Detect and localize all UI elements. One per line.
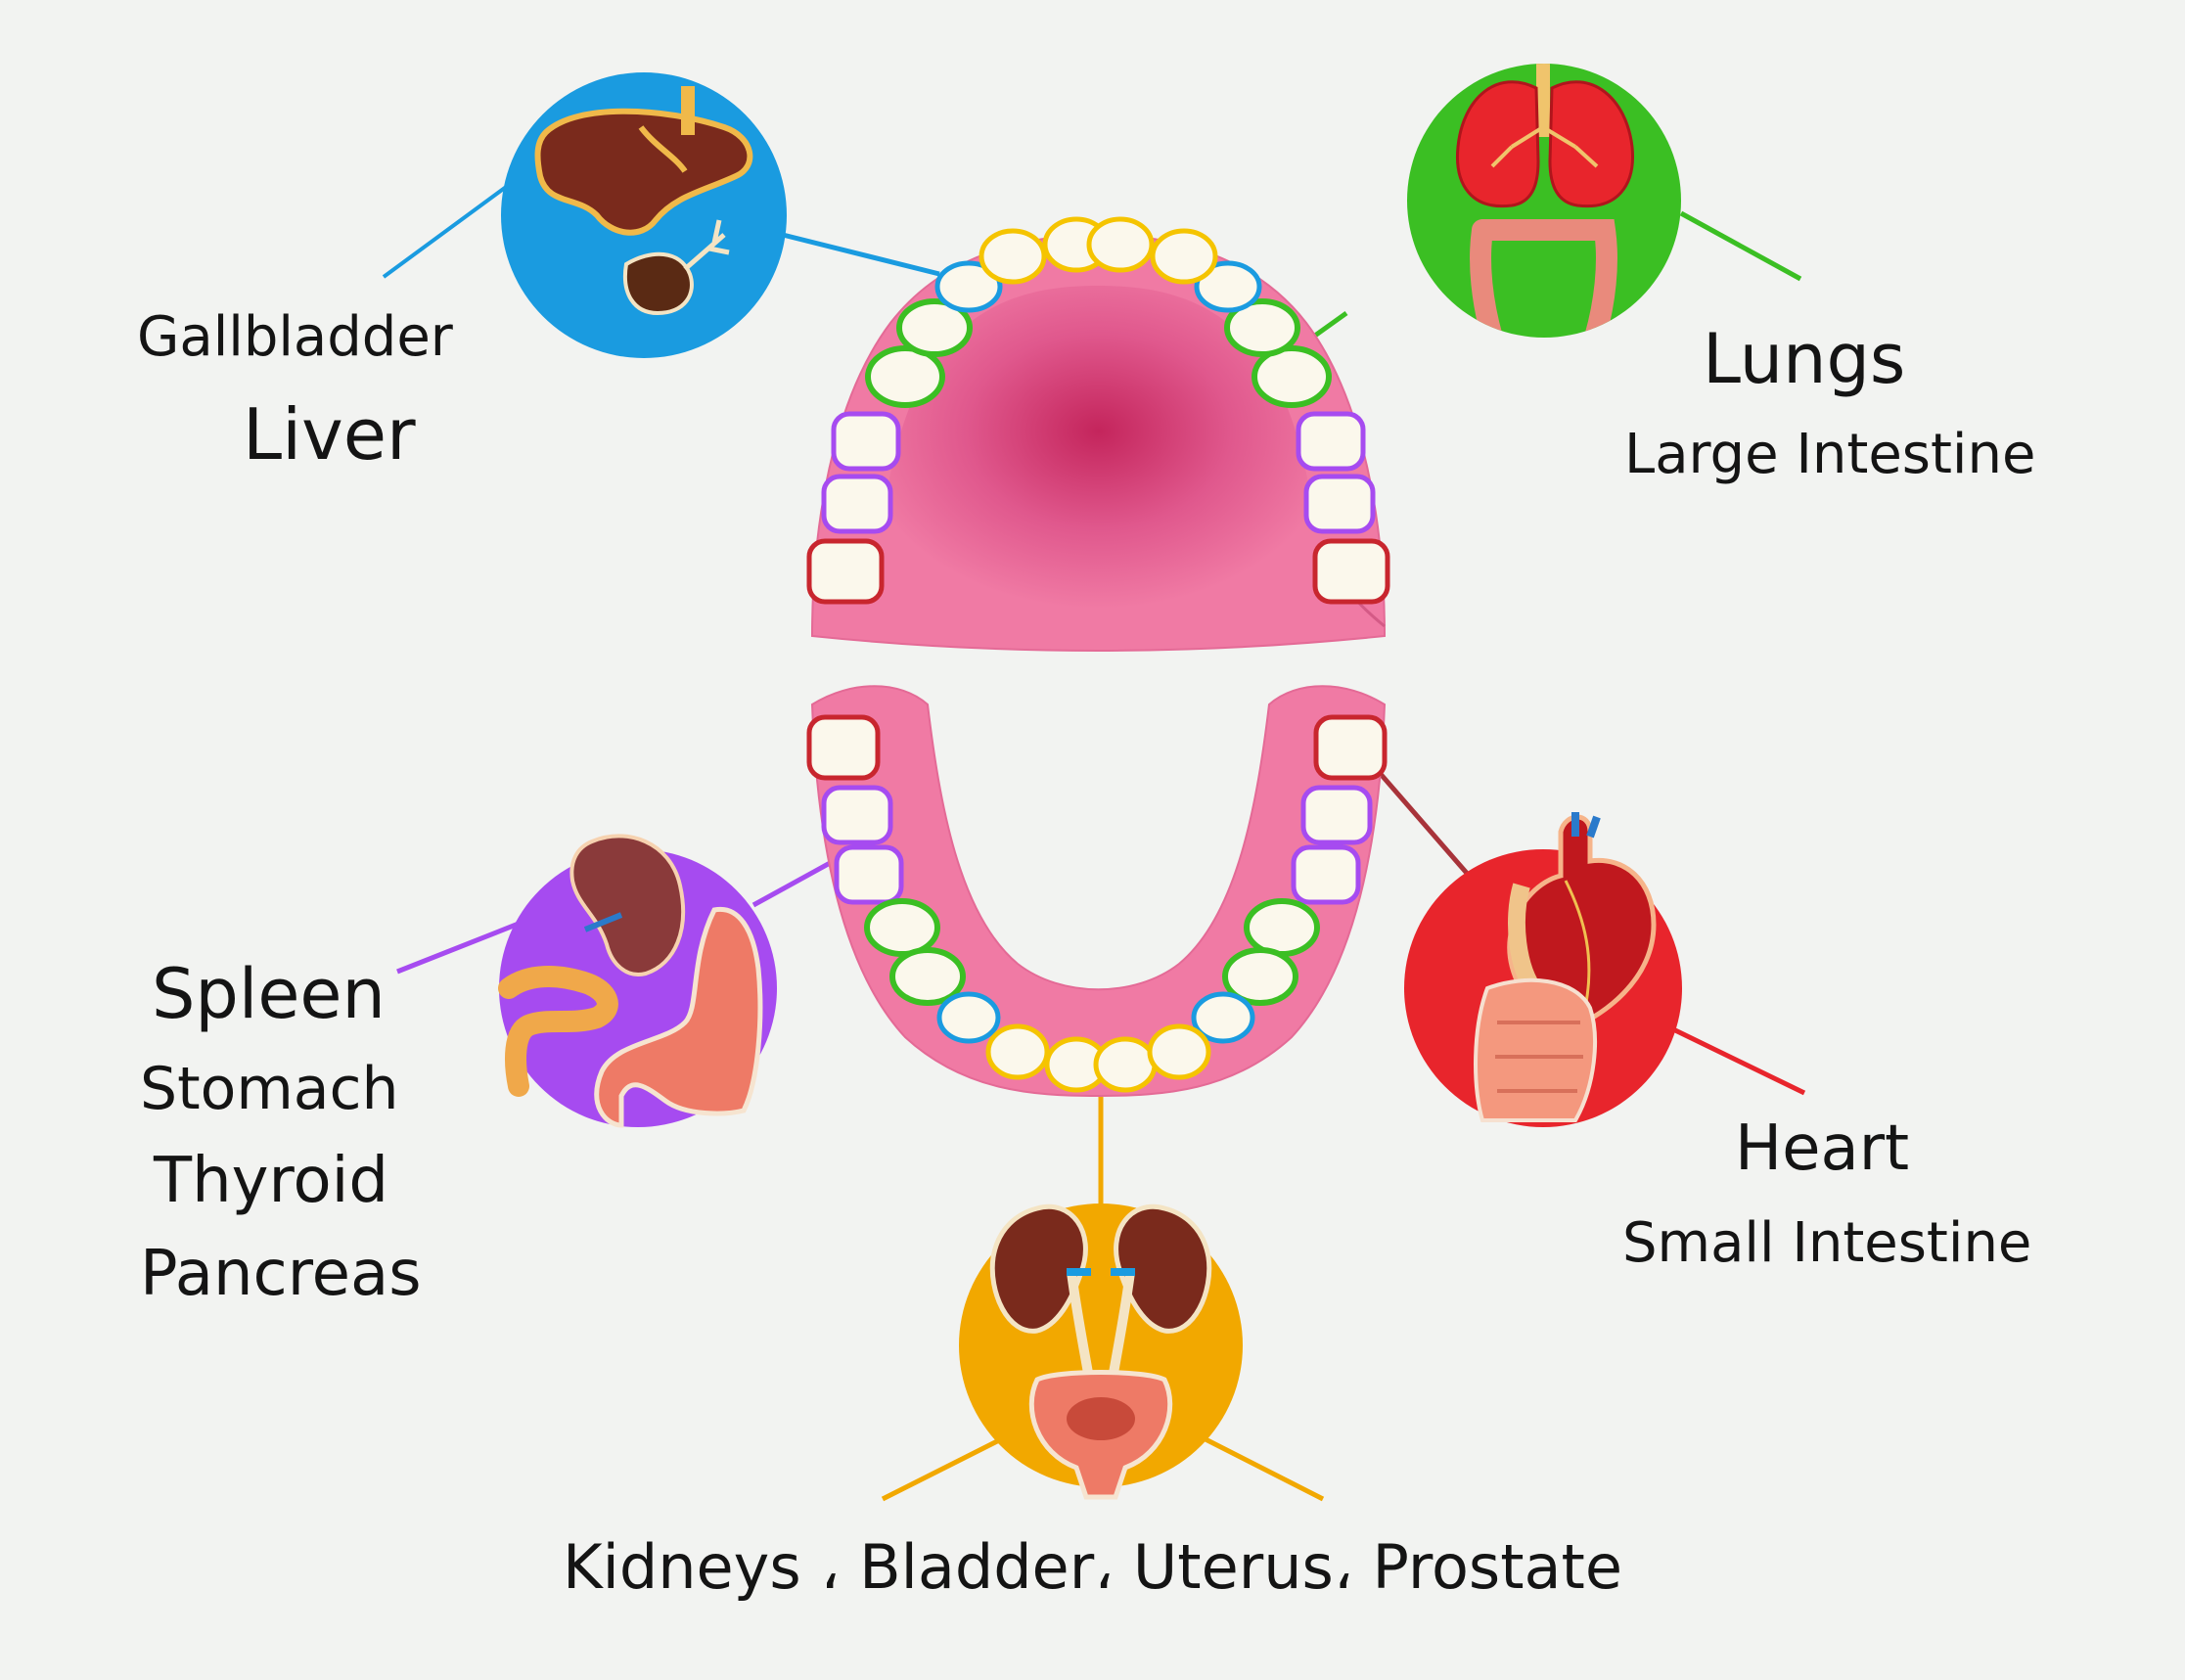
heart-intestine-icon [1404, 812, 1682, 1127]
lower-teeth [806, 714, 1388, 1093]
label-gallbladder: Gallbladder [137, 305, 453, 369]
label-thyroid: Thyroid [154, 1145, 388, 1217]
label-lungs: Lungs [1703, 319, 1906, 399]
upper-teeth [806, 216, 1390, 605]
lungs-intestine-icon [1407, 64, 1681, 338]
label-pancreas: Pancreas [140, 1238, 422, 1310]
lower-canines [936, 991, 1255, 1044]
lower-molars [806, 714, 1388, 905]
label-stomach: Stomach [140, 1055, 399, 1123]
upper-molars [806, 411, 1390, 605]
label-liver: Liver [243, 393, 416, 476]
kidneys-bladder-icon [959, 1203, 1243, 1500]
lower-incisors [985, 1023, 1211, 1093]
spleen-stomach-icon [498, 834, 777, 1128]
label-large-intestine: Large Intestine [1624, 423, 2036, 486]
upper-premolars [865, 298, 1332, 408]
label-heart: Heart [1735, 1112, 1910, 1185]
liver-gallbladder-icon [501, 72, 787, 358]
upper-incisors [979, 216, 1218, 285]
lower-premolars [864, 898, 1320, 1006]
upper-canines [934, 260, 1262, 313]
label-small-intestine: Small Intestine [1622, 1211, 2032, 1275]
label-kidneys-bladder-uterus-prostate: Kidneys ، Bladder، Uterus، Prostate [563, 1531, 1622, 1603]
label-spleen: Spleen [152, 954, 386, 1034]
